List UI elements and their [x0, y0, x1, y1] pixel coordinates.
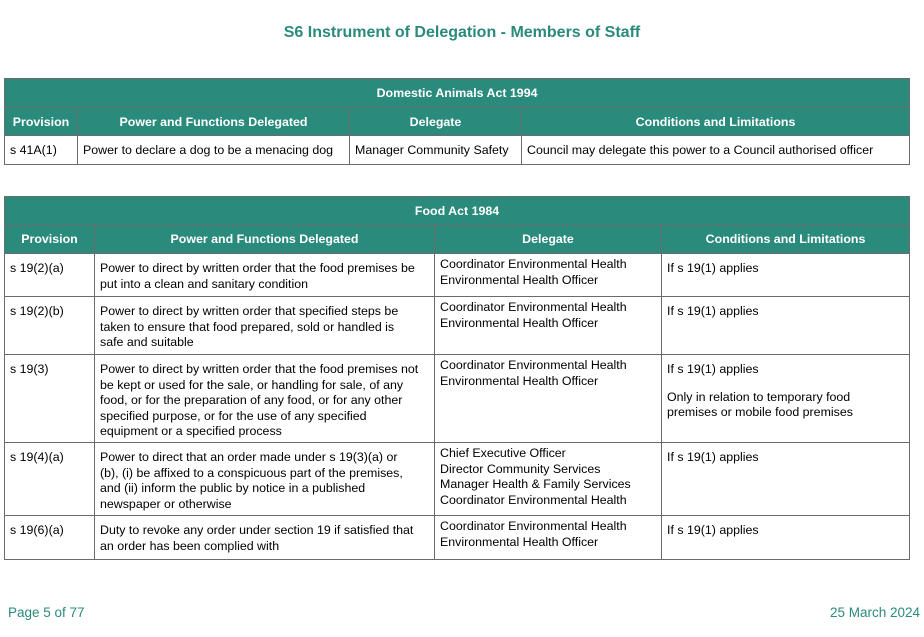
delegate-line: Coordinator Environmental Health: [440, 492, 627, 507]
conditions-cell: Council may delegate this power to a Cou…: [520, 135, 911, 165]
power-cell: Power to direct by written order that th…: [94, 253, 435, 297]
provision-cell: s 19(2)(a): [4, 253, 95, 297]
power-line: equipment or a specified process: [100, 424, 282, 439]
conditions-note-line: premises or mobile food premises: [667, 405, 853, 420]
power-cell: Power to direct by written order that sp…: [94, 296, 435, 355]
conditions-cell: If s 19(1) applies: [660, 442, 911, 516]
power-line: be kept or used for the sale, or handlin…: [100, 377, 404, 392]
conditions-line: If s 19(1) applies: [667, 362, 759, 376]
power-line: put into a clean and sanitary condition: [100, 276, 309, 291]
conditions-cell: If s 19(1) applies Only in relation to t…: [660, 354, 911, 443]
act-title: Food Act 1984: [3, 196, 911, 225]
power-cell: Power to direct that an order made under…: [94, 442, 435, 516]
conditions-line: If s 19(1) applies: [667, 450, 759, 464]
power-line: and (ii) inform the public by notice in …: [100, 481, 366, 496]
delegate-line: Coordinator Environmental Health: [440, 358, 627, 372]
domestic-animals-act-table: Domestic Animals Act 1994 Provision Powe…: [3, 78, 911, 165]
conditions-cell: If s 19(1) applies: [660, 296, 911, 355]
power-line: specified purpose, or for the use of any…: [100, 408, 367, 423]
column-header-provision: Provision: [4, 224, 95, 254]
provision-cell: s 19(6)(a): [4, 515, 95, 560]
provision-cell: s 41A(1): [4, 135, 78, 165]
table-row: s 19(6)(a) Duty to revoke any order unde…: [4, 515, 911, 560]
power-line: taken to ensure that food prepared, sold…: [100, 319, 395, 334]
provision-cell: s 19(4)(a): [4, 442, 95, 516]
delegate-line: Coordinator Environmental Health: [440, 257, 627, 271]
delegate-line: Coordinator Environmental Health: [440, 519, 627, 533]
table-row: s 19(4)(a) Power to direct that an order…: [4, 442, 911, 516]
delegate-line: Manager Health & Family Services: [440, 477, 631, 492]
delegate-line: Chief Executive Officer: [440, 446, 566, 460]
power-line: Duty to revoke any order under section 1…: [100, 523, 414, 537]
food-act-table: Food Act 1984 Provision Power and Functi…: [3, 196, 911, 560]
power-cell: Power to declare a dog to be a menacing …: [77, 135, 350, 165]
column-header-provision: Provision: [4, 107, 78, 136]
power-line: an order has been complied with: [100, 538, 280, 553]
power-cell: Power to direct by written order that th…: [94, 354, 435, 443]
act-title: Domestic Animals Act 1994: [3, 78, 911, 108]
delegate-cell: Coordinator Environmental Health Environ…: [434, 253, 662, 297]
conditions-line: If s 19(1) applies: [667, 304, 759, 318]
column-header-delegate: Delegate: [434, 224, 662, 254]
conditions-line: If s 19(1) applies: [667, 523, 759, 537]
power-line: Power to direct that an order made under…: [100, 450, 398, 464]
table-row: s 19(2)(b) Power to direct by written or…: [4, 296, 911, 355]
conditions-cell: If s 19(1) applies: [660, 253, 911, 297]
table-row: s 41A(1) Power to declare a dog to be a …: [4, 135, 911, 165]
delegate-line: Environmental Health Officer: [440, 373, 599, 388]
delegate-cell: Manager Community Safety: [349, 135, 522, 165]
column-header-conditions: Conditions and Limitations: [520, 107, 911, 136]
conditions-note-line: Only in relation to temporary food: [667, 389, 851, 404]
provision-cell: s 19(2)(b): [4, 296, 95, 355]
table-row: s 19(3) Power to direct by written order…: [4, 354, 911, 443]
conditions-cell: If s 19(1) applies: [660, 515, 911, 560]
power-line: Power to direct by written order that th…: [100, 261, 415, 275]
column-header-delegate: Delegate: [349, 107, 522, 136]
delegate-line: Environmental Health Officer: [440, 272, 599, 287]
power-line: Power to direct by written order that sp…: [100, 304, 399, 318]
power-line: food, or for the preparation of any food…: [100, 393, 403, 408]
delegate-line: Environmental Health Officer: [440, 534, 599, 549]
column-header-power: Power and Functions Delegated: [77, 107, 350, 136]
column-header-power: Power and Functions Delegated: [94, 224, 435, 254]
table-row: s 19(2)(a) Power to direct by written or…: [4, 253, 911, 297]
document-title: S6 Instrument of Delegation - Members of…: [283, 24, 641, 41]
delegate-cell: Coordinator Environmental Health Environ…: [434, 515, 662, 560]
delegate-line: Coordinator Environmental Health: [440, 300, 627, 314]
power-line: newspaper or otherwise: [100, 496, 232, 511]
document-date: 25 March 2024: [829, 605, 920, 620]
conditions-line: If s 19(1) applies: [667, 261, 759, 275]
delegate-line: Environmental Health Officer: [440, 315, 599, 330]
column-header-conditions: Conditions and Limitations: [660, 224, 911, 254]
delegate-line: Director Community Services: [440, 461, 601, 476]
delegate-cell: Coordinator Environmental Health Environ…: [434, 354, 662, 443]
power-line: Power to direct by written order that th…: [100, 362, 419, 376]
provision-cell: s 19(3): [4, 354, 95, 443]
power-line: (b), (i) be affixed to a conspicuous par…: [100, 465, 403, 480]
delegate-cell: Chief Executive Officer Director Communi…: [434, 442, 662, 516]
power-cell: Duty to revoke any order under section 1…: [94, 515, 435, 560]
power-line: safe and suitable: [100, 335, 194, 350]
page-number: Page 5 of 77: [8, 605, 85, 620]
delegate-cell: Coordinator Environmental Health Environ…: [434, 296, 662, 355]
